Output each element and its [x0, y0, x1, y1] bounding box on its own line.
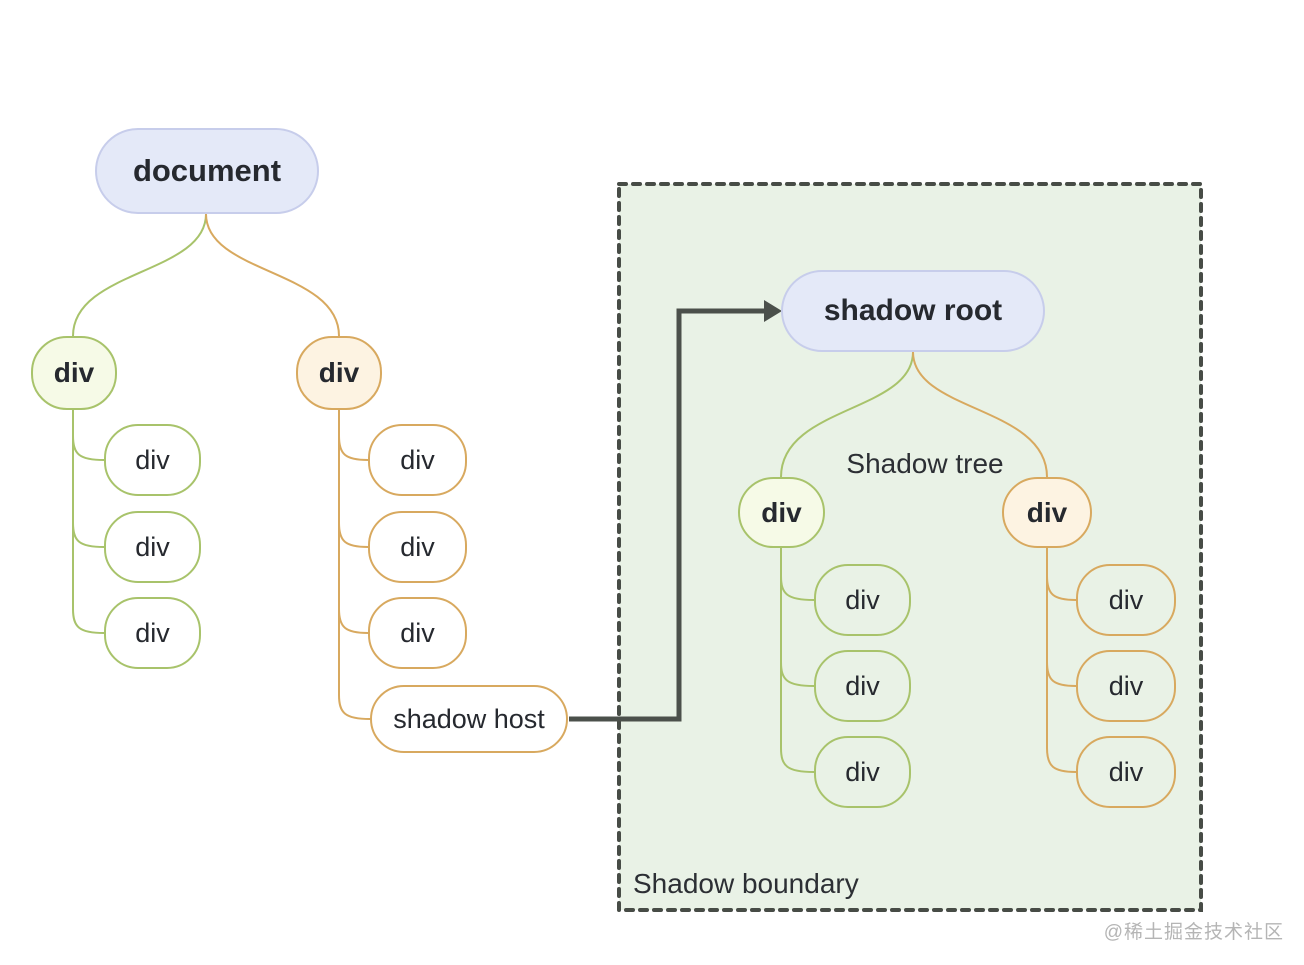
node-div-left-child-2: div [104, 511, 201, 583]
arrowhead-icon [764, 300, 782, 322]
shadow-edges-orange [912, 351, 1077, 773]
node-div-right-child-2: div [368, 511, 467, 583]
node-shadow-host: shadow host [370, 685, 568, 753]
node-shadow-div-left: div [738, 477, 825, 548]
node-shadow-div-right-child-3: div [1076, 736, 1176, 808]
node-shadow-div-right: div [1002, 477, 1092, 548]
host-to-root-arrow [569, 300, 782, 722]
shadow-edges-green [780, 351, 914, 773]
shadow-boundary-label: Shadow boundary [633, 868, 859, 899]
watermark: @稀土掘金技术社区 [1103, 922, 1284, 943]
node-shadow-root: shadow root [781, 270, 1045, 352]
node-div-right-child-1: div [368, 424, 467, 496]
node-shadow-div-left-child-2: div [814, 650, 911, 722]
node-shadow-div-left-child-1: div [814, 564, 911, 636]
edges-green [72, 213, 207, 634]
node-document: document [95, 128, 319, 214]
node-shadow-div-left-child-3: div [814, 736, 911, 808]
edges-orange [205, 213, 371, 720]
shadow-tree-label: Shadow tree [846, 448, 1004, 479]
node-div-left-child-1: div [104, 424, 201, 496]
node-div-right-child-3: div [368, 597, 467, 669]
node-div-left: div [31, 336, 117, 410]
node-shadow-div-right-child-2: div [1076, 650, 1176, 722]
node-div-right: div [296, 336, 382, 410]
node-shadow-div-right-child-1: div [1076, 564, 1176, 636]
node-div-left-child-3: div [104, 597, 201, 669]
